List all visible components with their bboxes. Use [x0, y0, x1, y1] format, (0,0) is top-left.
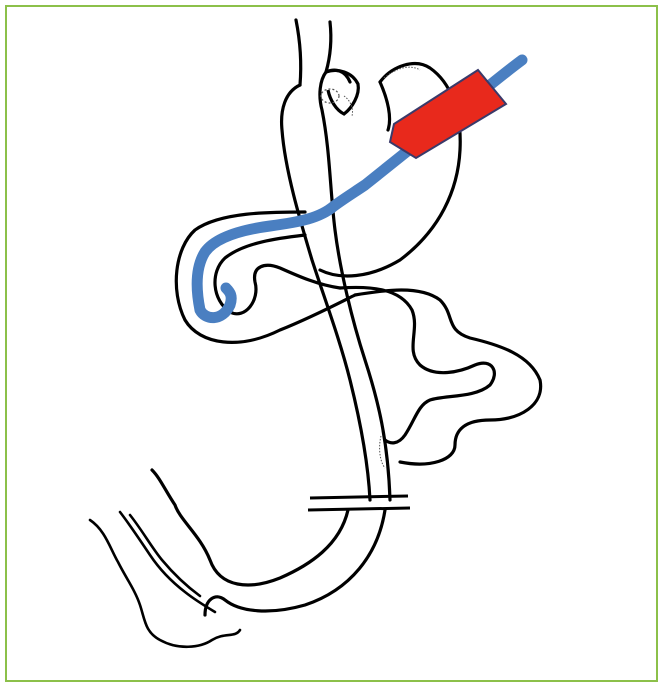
transection-marks — [308, 496, 410, 510]
bowel-bottom-outline — [90, 512, 240, 647]
red-arrow-device — [390, 70, 506, 158]
gastric-pouch-outline — [326, 71, 358, 115]
